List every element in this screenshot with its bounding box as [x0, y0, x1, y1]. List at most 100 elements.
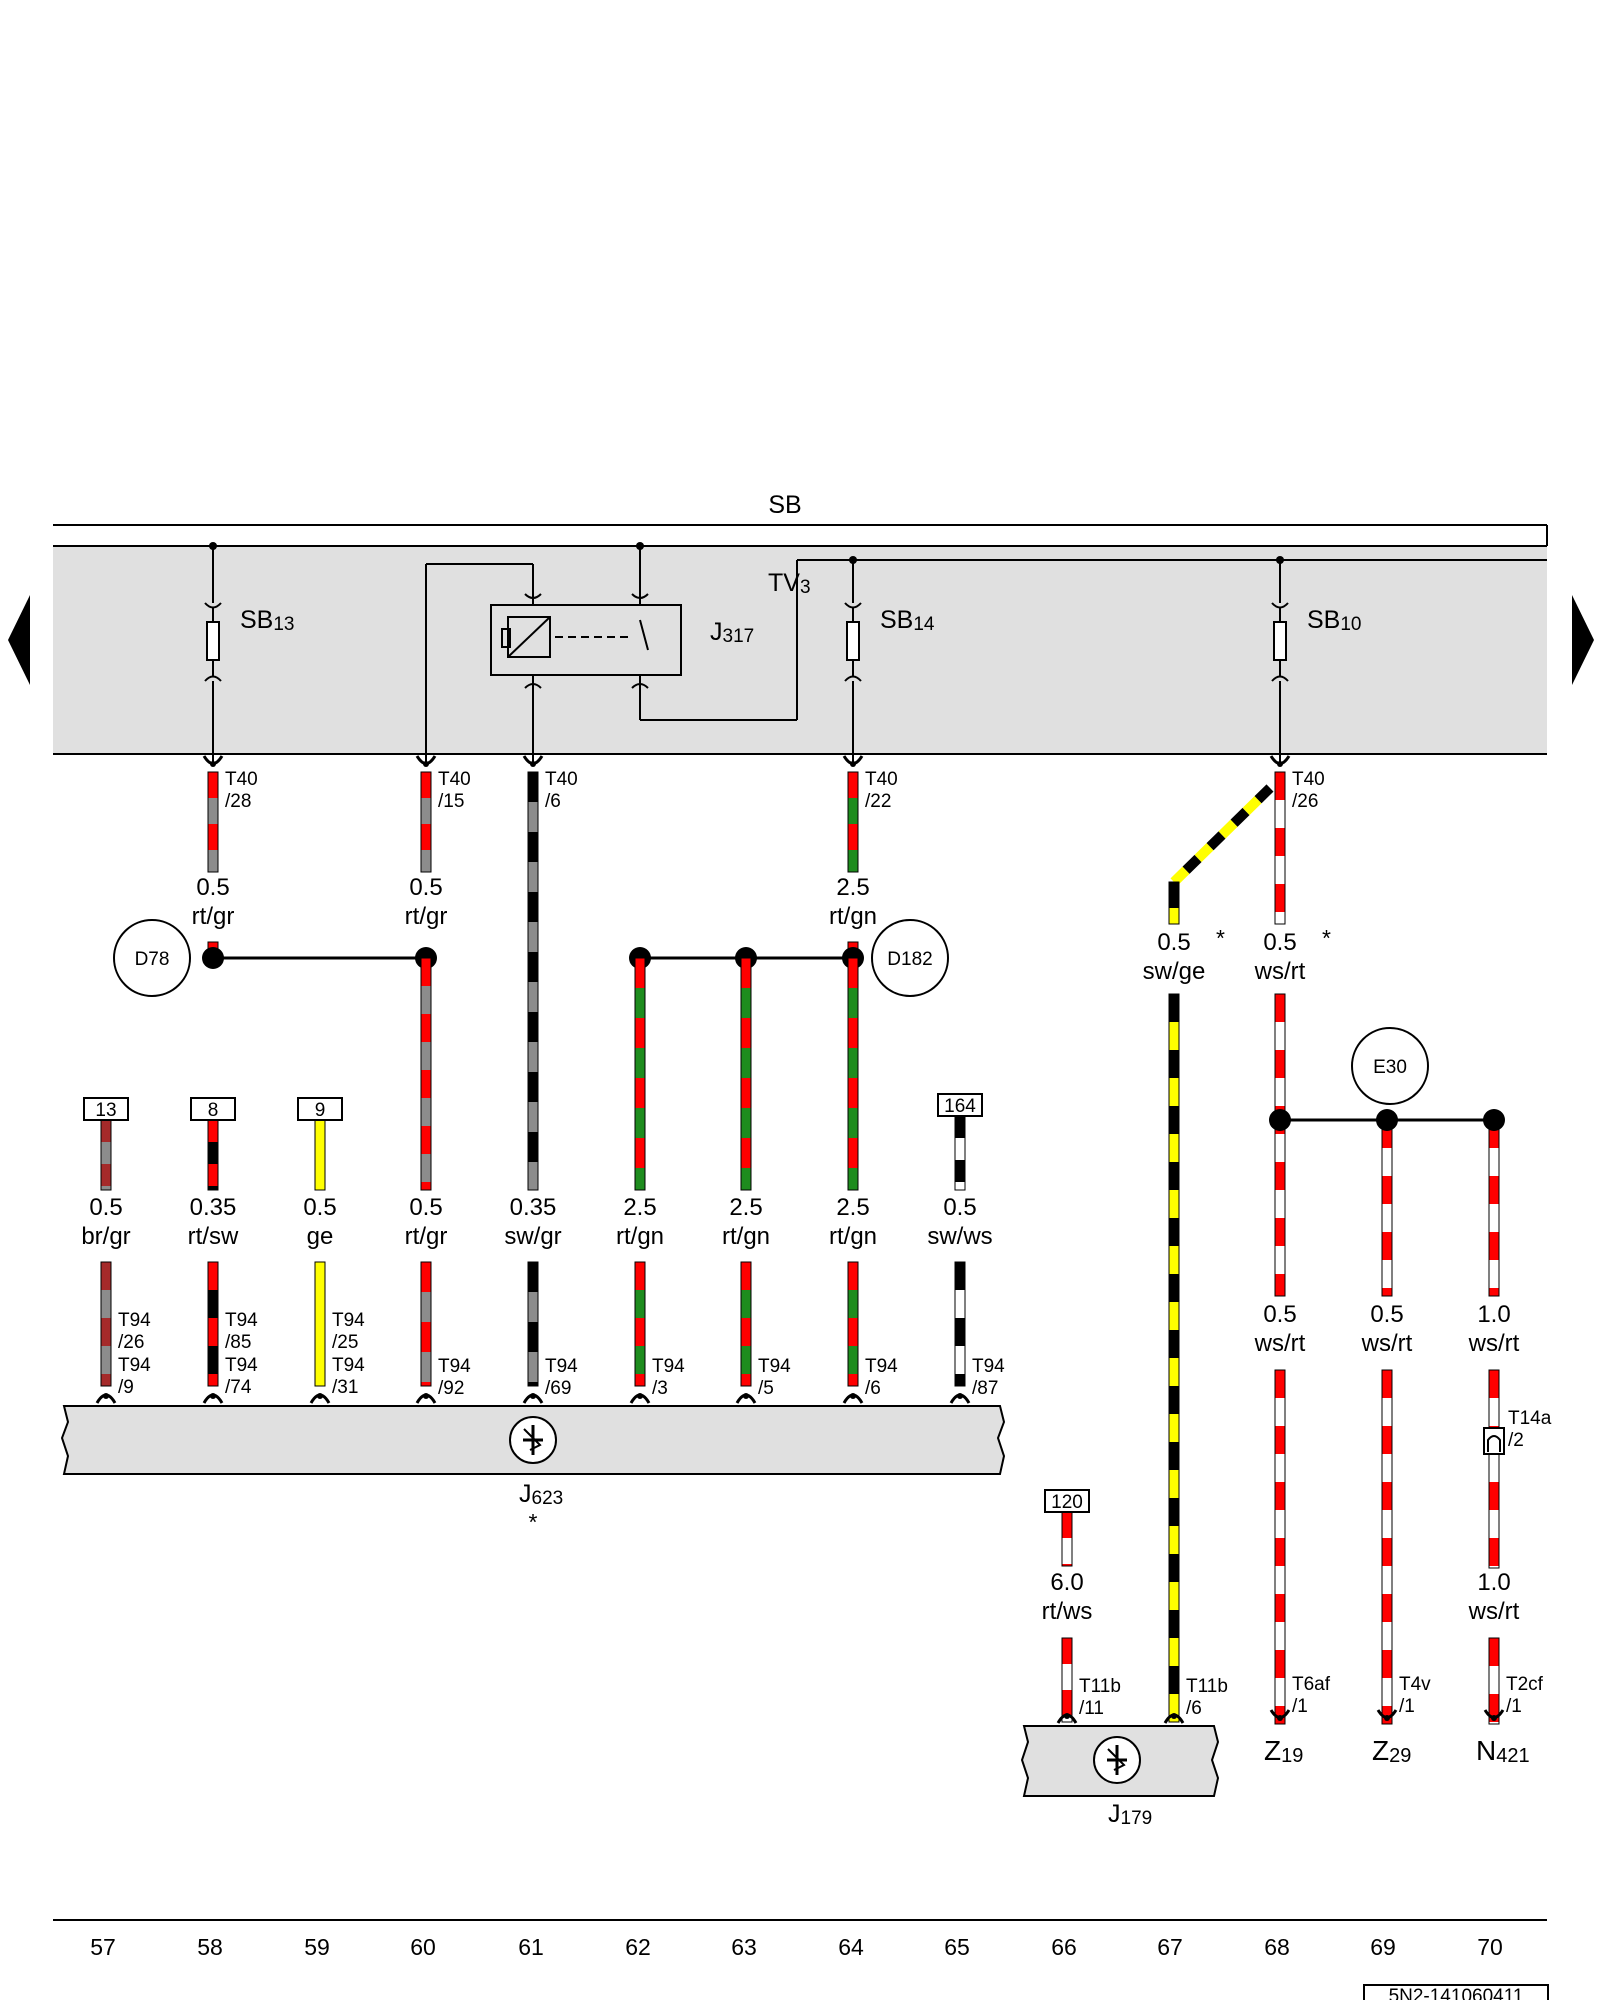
junction-dot [636, 542, 644, 550]
wire-swws-65 [954, 1115, 966, 1191]
tv3-label: TV3 [768, 569, 811, 598]
component-z29: Z29 [1372, 1735, 1411, 1767]
circle-d78-circle [113, 919, 191, 997]
ref-8: 8 [208, 1100, 219, 1121]
previous-page-arrow-icon[interactable] [8, 595, 30, 685]
ref-120: 120 [1051, 1492, 1083, 1513]
connector-pin [423, 1393, 429, 1399]
wire-rtgr-60 [420, 771, 432, 873]
column-number-62: 62 [625, 1934, 651, 1960]
column-number-60: 60 [410, 1934, 436, 1960]
label-mid-1-color: rt/sw [188, 1223, 239, 1250]
label-mid-6-color: rt/gn [722, 1223, 770, 1250]
column-number-67: 67 [1157, 1934, 1183, 1960]
ref-9-box [297, 1097, 343, 1121]
connector-t11b-11-name: T11b [1079, 1676, 1121, 1697]
fuse-contact [204, 602, 222, 609]
component-n421: N421 [1476, 1735, 1530, 1767]
label-e30-0-color: ws/rt [1254, 1330, 1306, 1357]
connector-t94-1-name: T94 [225, 1310, 258, 1331]
label-e30-2-size: 1.0 [1477, 1301, 1510, 1328]
connector-t94-0-pin: /26 [118, 1332, 144, 1353]
fuse-box-panel [53, 546, 1547, 754]
label-mid-1-size: 0.35 [190, 1194, 237, 1221]
wire-wsrt-69-low [1381, 1369, 1393, 1725]
connector-t94-6-pin: /5 [758, 1378, 774, 1399]
connector-t40-1-name: T40 [438, 769, 471, 790]
connector-pin [957, 1393, 963, 1399]
wire-swws-65-low [954, 1261, 966, 1387]
column-number-66: 66 [1051, 1934, 1077, 1960]
label-mid-5-color: rt/gn [616, 1223, 664, 1250]
connector-t11b-11-pin: /11 [1079, 1698, 1104, 1719]
label-64-wire-color: rt/gn [829, 903, 877, 930]
label-mid-3-size: 0.5 [409, 1194, 442, 1221]
label-66-wire-size: 6.0 [1050, 1569, 1083, 1596]
connector-t14a-name: T14a [1508, 1408, 1552, 1429]
label-mid-0-color: br/gr [81, 1223, 130, 1250]
label-e30-0-size: 0.5 [1263, 1301, 1296, 1328]
connector-t11b-6-pin: /6 [1186, 1698, 1202, 1719]
label-mid-7-color: rt/gn [829, 1223, 877, 1250]
wire-rtgn-64-mid [847, 957, 859, 1191]
connector-pin [210, 1393, 216, 1399]
relay-contact [631, 683, 649, 689]
connector-t40-0-pin: /28 [225, 791, 251, 812]
connector-lower-3-name: T4v [1399, 1674, 1431, 1695]
wire-brgr-57 [100, 1119, 112, 1191]
label-mid-8-color: sw/ws [927, 1223, 992, 1250]
ecu-j623-label: J623 [519, 1480, 563, 1509]
wire-swgr-61 [527, 771, 539, 1191]
connector-t94-1-pin: /85 [225, 1332, 251, 1353]
label-mid-3-color: rt/gr [405, 1223, 448, 1250]
ref-13: 13 [95, 1100, 116, 1121]
ecu-j179-label: J179 [1108, 1800, 1152, 1829]
connector-t40-1-pin: /15 [438, 791, 464, 812]
label-67-wire-size: 0.5 [1157, 929, 1190, 956]
label-mid-0-size: 0.5 [89, 1194, 122, 1221]
ecu-j623-note: * [529, 1509, 538, 1535]
junction-69 [1376, 1109, 1398, 1131]
connector-lower-2-name: T6af [1292, 1674, 1331, 1695]
relay-j317-label: J317 [710, 618, 754, 647]
connector-lower-4-pin: /1 [1506, 1696, 1522, 1717]
connector-pin [103, 1393, 109, 1399]
wire-swge-diagonal [1170, 784, 1274, 886]
label-66-wire-color: rt/ws [1042, 1598, 1093, 1625]
column-number-64: 64 [838, 1934, 864, 1960]
connector-pin [850, 1393, 856, 1399]
label-d78-wire-color: rt/gr [192, 903, 235, 930]
fuse-contact [1271, 675, 1289, 682]
fuse-sb10-symbol [1273, 621, 1287, 661]
connector-lower-2-pin: /1 [1292, 1696, 1308, 1717]
connector-pin [317, 1393, 323, 1399]
next-page-arrow-icon[interactable] [1572, 595, 1594, 685]
label-68-wire-color: ws/rt [1254, 958, 1306, 985]
circle-d182-circle [871, 919, 949, 997]
wire-rtgr-60-low [420, 1261, 432, 1387]
connector-t94-8-pin: /87 [972, 1378, 998, 1399]
wire-wsrt-70-mid [1488, 1119, 1500, 1297]
connector-t94-1-name2: T94 [225, 1355, 258, 1376]
wire-ge-59 [314, 1119, 326, 1191]
connector-t94-2-name2: T94 [332, 1355, 365, 1376]
connector-pin [1277, 1715, 1283, 1721]
ref-164: 164 [944, 1096, 976, 1117]
wire-rtgn-63-low [740, 1261, 752, 1387]
component-z19: Z19 [1264, 1735, 1303, 1767]
wire-swge-67 [1168, 993, 1180, 1723]
connector-t11b-6-name: T11b [1186, 1676, 1228, 1697]
wire-rtgn-64 [847, 771, 859, 873]
wire-wsrt-69-mid [1381, 1119, 1393, 1297]
wire-wsrt-68-mid [1274, 993, 1286, 1297]
connector-t40-4-pin: /26 [1292, 791, 1318, 812]
fuse-sb10-label: SB10 [1307, 606, 1362, 635]
connector-lower-3-pin: /1 [1399, 1696, 1415, 1717]
connector-pin [1064, 1713, 1070, 1719]
connector-t94-8-name: T94 [972, 1356, 1005, 1377]
fuse-sb13-symbol [206, 621, 220, 661]
connector-pin [530, 761, 536, 767]
circle-d182: D182 [887, 949, 932, 970]
connector-t94-7-pin: /6 [865, 1378, 881, 1399]
